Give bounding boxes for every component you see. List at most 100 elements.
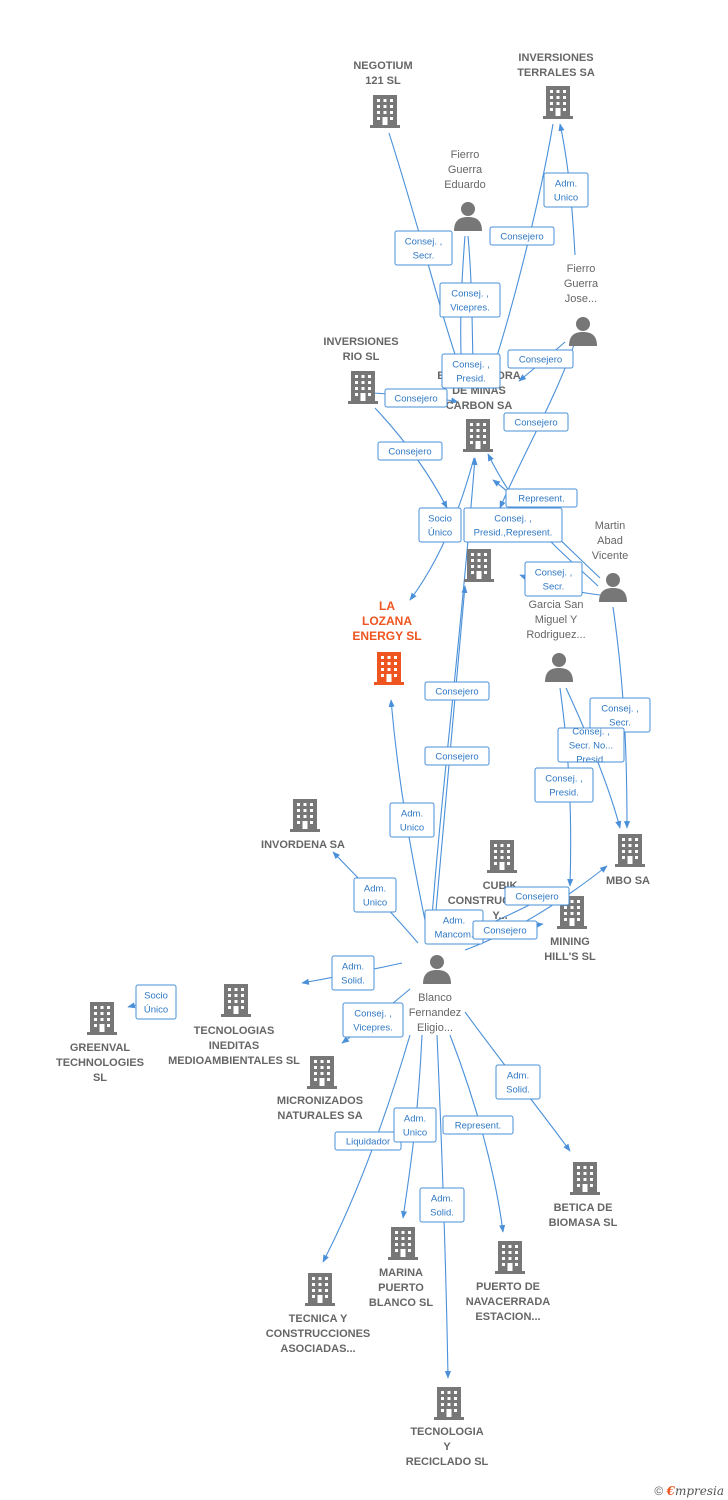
edge-label[interactable]: Consej. ,Vicepres.: [342, 1002, 404, 1038]
brand-name: mpresia: [674, 1484, 724, 1498]
edge-label[interactable]: Consej. ,Secr.: [524, 561, 583, 597]
building-icon: [307, 1056, 337, 1089]
edge-label[interactable]: Consej. ,Secr. No...Presid.: [557, 727, 625, 766]
node-label: Abad: [597, 535, 623, 547]
building-icon: [221, 984, 251, 1017]
building-icon: [374, 652, 404, 685]
edge-label-box: [495, 1064, 541, 1100]
edge-label-text: Consej. ,: [535, 568, 573, 579]
edge-label-text: Solid.: [506, 1085, 530, 1096]
edge-label[interactable]: Consej. ,Vicepres.: [439, 282, 501, 318]
edge-label[interactable]: Liquidador: [334, 1131, 402, 1151]
edge-label[interactable]: Adm.Unico: [389, 802, 435, 838]
node-label: Rodriguez...: [526, 629, 585, 641]
edge-label[interactable]: Consejero: [507, 349, 574, 369]
node-label: MBO SA: [606, 875, 650, 887]
edge-terrales-to-carbon: [491, 123, 554, 373]
node-label: Eligio...: [417, 1022, 453, 1034]
node-label: RECICLADO SL: [406, 1456, 489, 1468]
node-label: MEDIOAMBIENTALES SL: [168, 1055, 300, 1067]
edge-label[interactable]: Consejero: [384, 388, 448, 408]
node-blanco[interactable]: BlancoFernandezEligio...: [409, 955, 462, 1034]
edge-label-text: Represent.: [518, 494, 564, 505]
edge-label-text: Solid.: [430, 1208, 454, 1219]
node-label: NEGOTIUM: [353, 60, 412, 72]
edge-label-box: [503, 412, 569, 432]
edge-label-text: Represent.: [455, 1121, 501, 1132]
edge-label-text: Consej. ,: [451, 289, 489, 300]
edge-label-box: [389, 802, 435, 838]
node-hub[interactable]: [464, 549, 494, 582]
edge-label[interactable]: Represent.: [505, 488, 578, 508]
node-label: TECNICA Y: [289, 1313, 348, 1325]
building-icon: [305, 1273, 335, 1306]
node-label: Guerra: [564, 278, 599, 290]
node-fierro-jose[interactable]: FierroGuerraJose...: [564, 263, 599, 346]
building-icon: [370, 95, 400, 128]
brand-logo-e: €: [666, 1484, 675, 1498]
edge-label-text: Consejero: [394, 394, 437, 405]
node-invordena[interactable]: INVORDENA SA: [261, 799, 345, 851]
edge-label[interactable]: Adm.Solid.: [419, 1187, 465, 1223]
node-label: Blanco: [418, 992, 452, 1004]
edge-label[interactable]: Consejero: [424, 681, 490, 701]
node-label: CARBON SA: [446, 400, 513, 412]
node-label: MARINA: [379, 1267, 423, 1279]
edge-label-box: [524, 561, 583, 597]
edge-label[interactable]: Consejero: [472, 920, 538, 940]
edge-label-text: Consej. ,: [601, 704, 639, 715]
edge-label-text: Solid.: [341, 976, 365, 987]
node-tecnica[interactable]: TECNICA YCONSTRUCCIONESASOCIADAS...: [266, 1273, 371, 1355]
edge-label[interactable]: Adm.Unico: [353, 877, 397, 913]
edge-label[interactable]: Adm.Solid.: [495, 1064, 541, 1100]
edge-label-text: Mancom.: [434, 930, 473, 941]
edge-label[interactable]: Adm.Unico: [543, 172, 589, 208]
node-label: BLANCO SL: [369, 1297, 433, 1309]
edge-label-box: [353, 877, 397, 913]
edge-label[interactable]: Consejero: [503, 412, 569, 432]
edge-label[interactable]: Consejero: [377, 441, 443, 461]
edge-label-text: Consejero: [435, 752, 478, 763]
node-label: LOZANA: [362, 614, 412, 628]
node-label: PUERTO: [378, 1282, 424, 1294]
node-label: Jose...: [565, 293, 597, 305]
node-label: PUERTO DE: [476, 1281, 540, 1293]
edge-label[interactable]: Adm.Solid.: [331, 955, 375, 991]
edge-label[interactable]: Consejero: [424, 746, 490, 766]
edge-label[interactable]: Consejero: [504, 886, 570, 906]
edge-label-box: [384, 388, 448, 408]
edge-label-box: [424, 746, 490, 766]
node-label: RIO SL: [343, 351, 380, 363]
edge-label[interactable]: Consej. ,Presid.,Represent.: [463, 507, 563, 543]
edge-label-text: Socio: [144, 991, 168, 1002]
edge-label[interactable]: Consej. ,Presid.: [534, 767, 594, 803]
person-icon: [545, 653, 573, 682]
edge-label-box: [557, 727, 625, 763]
node-navacerrada[interactable]: PUERTO DENAVACERRADAESTACION...: [466, 1241, 551, 1323]
edge-label[interactable]: Consej. ,Secr.: [394, 230, 453, 266]
node-marina[interactable]: MARINA PUERTO BLANCO SL: [369, 1227, 433, 1309]
edge-label[interactable]: Represent.: [442, 1115, 514, 1135]
node-label: Fierro: [451, 149, 480, 161]
edge-label[interactable]: Consejero: [489, 226, 555, 246]
edge-label[interactable]: Consej. ,Presid.: [441, 353, 501, 389]
node-label: Y: [443, 1441, 451, 1453]
node-mbo[interactable]: MBO SA: [606, 834, 650, 887]
edge-label[interactable]: Adm.Unico: [393, 1107, 437, 1143]
